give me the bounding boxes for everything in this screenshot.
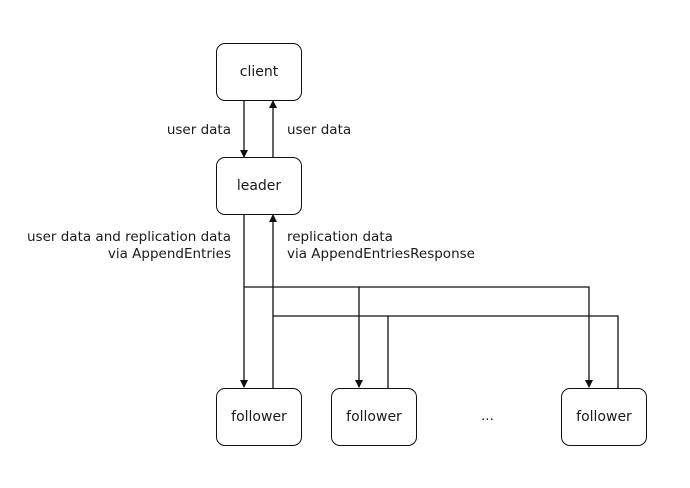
append-entries-response-label: replication data via AppendEntriesRespon… <box>287 229 475 263</box>
leader-node: leader <box>216 157 302 215</box>
client-to-leader-label: user data <box>166 122 231 138</box>
leader-to-follower-3-arrow <box>359 286 593 388</box>
append-entries-response-label-line-2: via AppendEntriesResponse <box>287 246 475 262</box>
follower-node-3-label: follower <box>576 409 632 425</box>
leader-node-label: leader <box>236 178 282 194</box>
ellipsis-label: ... <box>481 408 494 424</box>
follower-node-2-label: follower <box>346 409 402 425</box>
append-entries-response-label-line-1: replication data <box>287 229 393 245</box>
client-node: client <box>216 43 302 101</box>
follower-node-1-label: follower <box>231 409 287 425</box>
follower-node-1: follower <box>216 388 302 446</box>
leader-to-follower-2-arrow <box>244 286 363 388</box>
append-entries-label: user data and replication data via Appen… <box>27 229 231 263</box>
leader-to-client-label: user data <box>287 122 352 138</box>
client-node-label: client <box>239 64 279 80</box>
follower-node-2: follower <box>331 388 417 446</box>
append-entries-label-line-2: via AppendEntries <box>107 246 231 262</box>
follower-2-to-leader-line <box>273 315 389 388</box>
follower-3-to-leader-line <box>388 315 619 388</box>
append-entries-label-line-1: user data and replication data <box>26 229 231 245</box>
follower-node-3: follower <box>561 388 647 446</box>
